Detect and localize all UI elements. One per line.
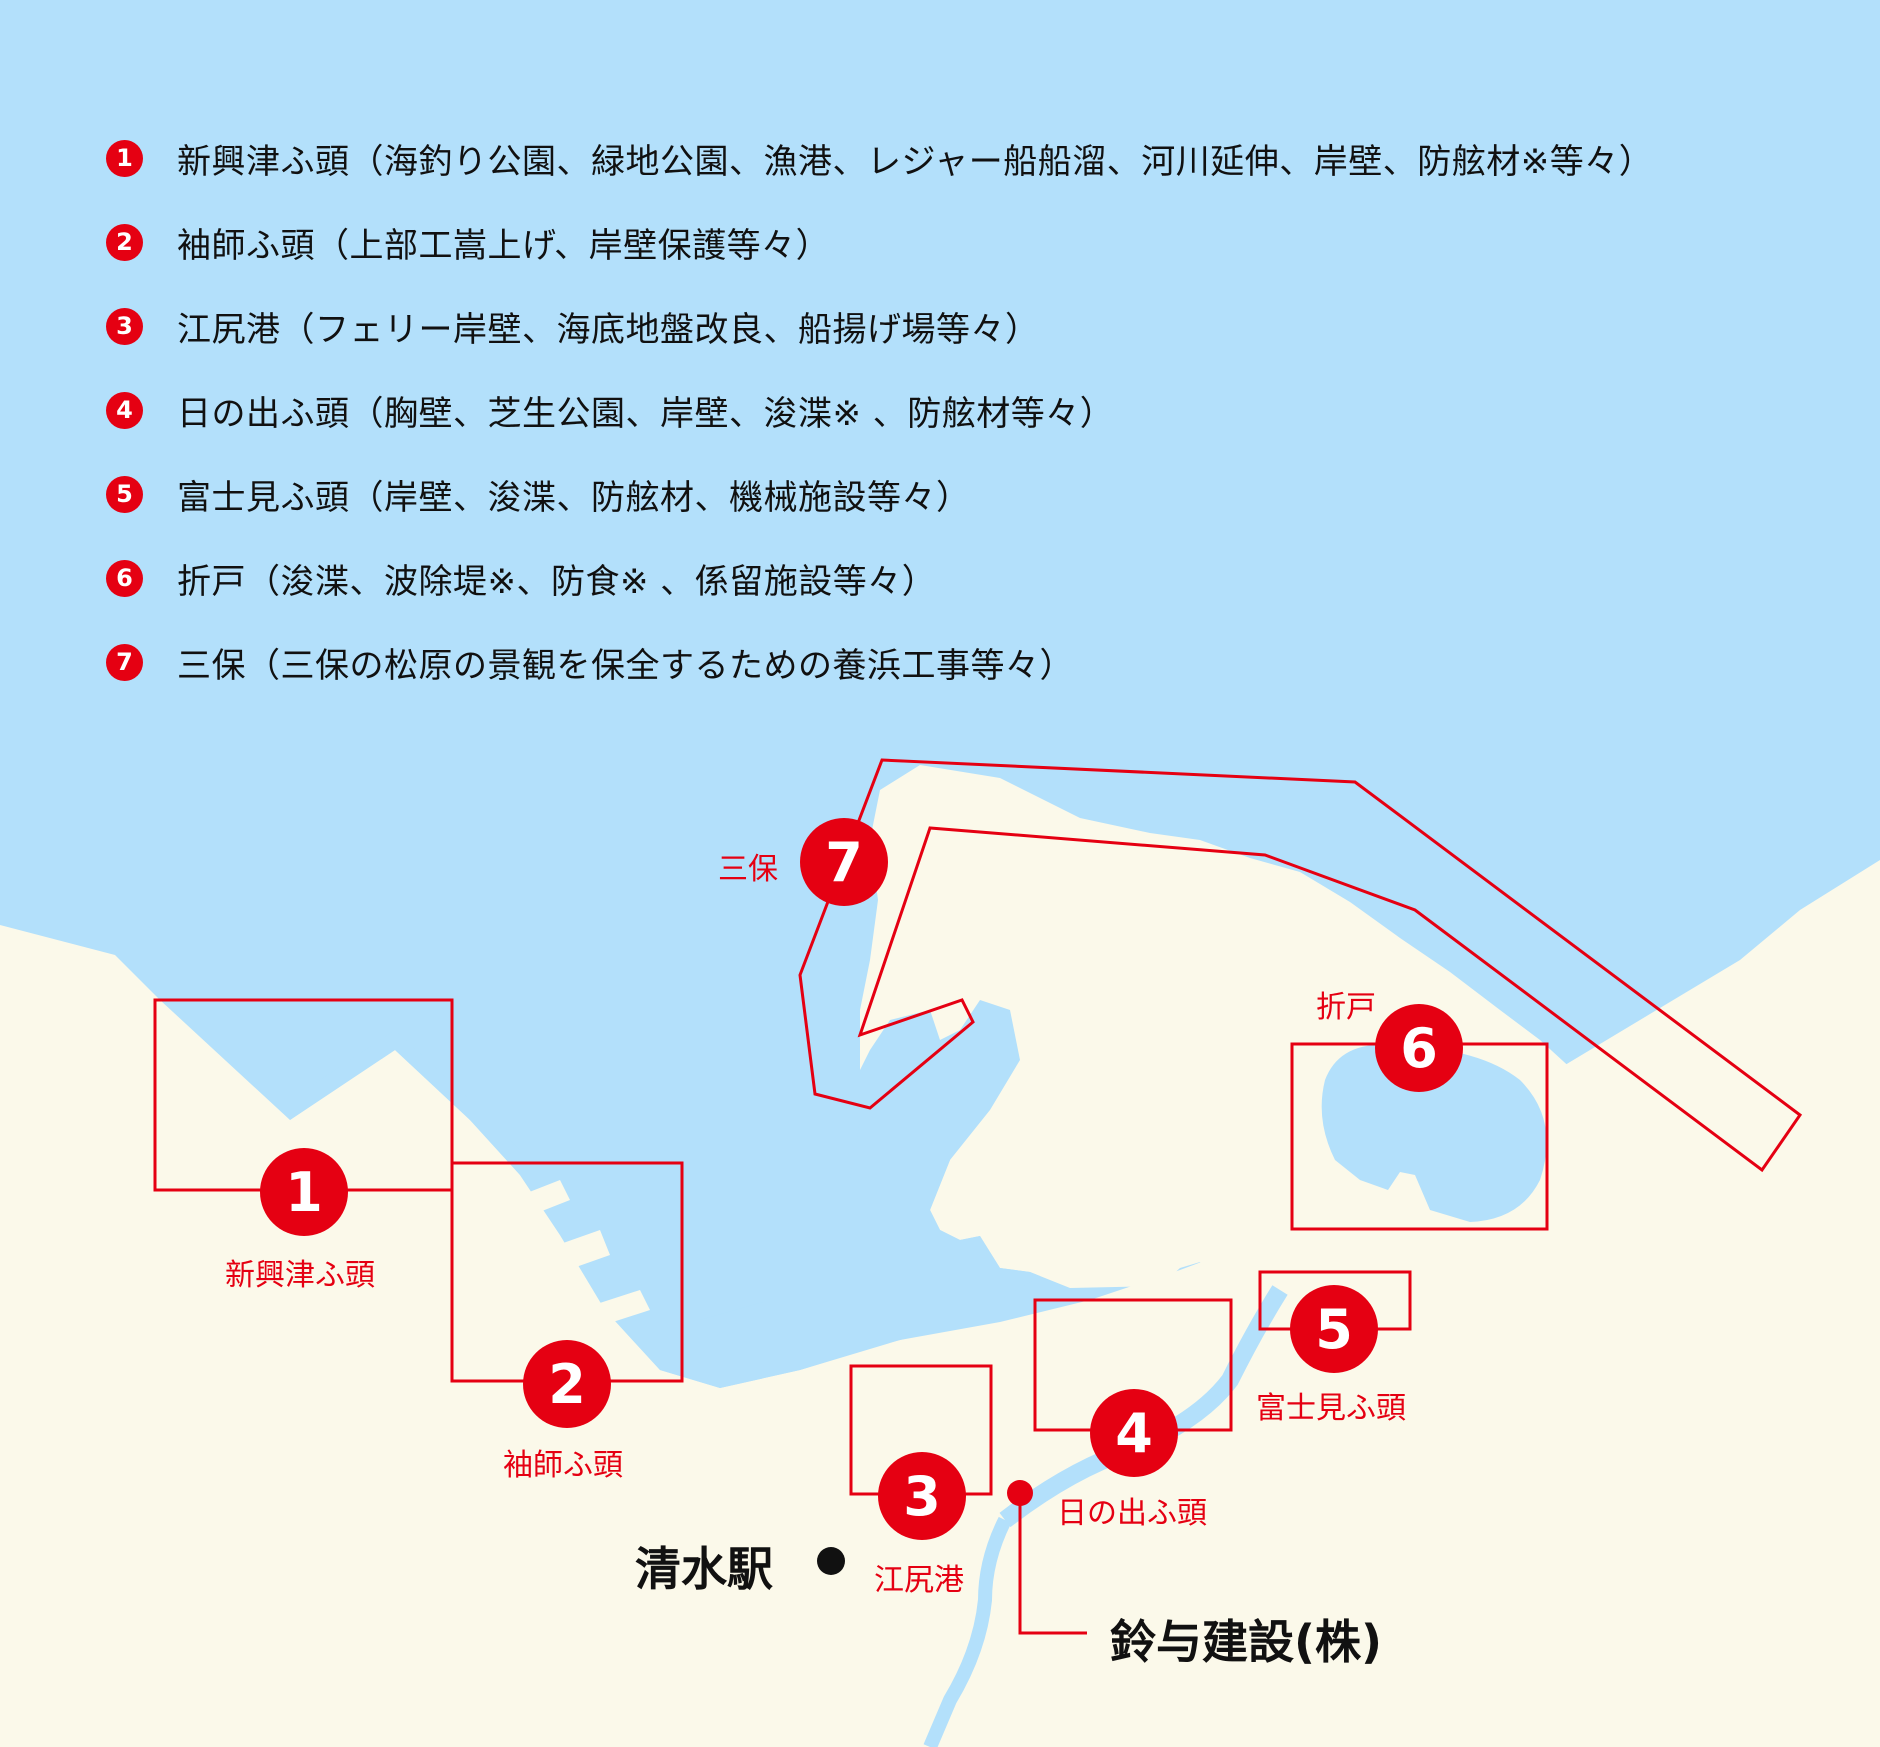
tomoe-river bbox=[999, 1285, 1288, 1528]
station-dot bbox=[817, 1547, 845, 1575]
area-6-label: 折戸 bbox=[1316, 990, 1376, 1025]
company-leader-line bbox=[1018, 1493, 1087, 1635]
legend-text: 日の出ふ頭（胸壁、芝生公園、岸壁、浚渫※ 、防舷材等々） bbox=[177, 393, 1115, 434]
legend-number-badge: 4 bbox=[106, 391, 143, 429]
legend-item-4: 4 日の出ふ頭（胸壁、芝生公園、岸壁、浚渫※ 、防舷材等々） bbox=[106, 368, 1653, 452]
legend-number-badge: 3 bbox=[106, 307, 143, 345]
legend-text: 江尻港（フェリー岸壁、海底地盤改良、船揚げ場等々） bbox=[177, 309, 1040, 350]
inner-harbor-water bbox=[290, 1030, 1040, 1388]
area-7-label: 三保 bbox=[718, 852, 778, 887]
area-4-marker: 4 bbox=[1090, 1389, 1178, 1477]
legend-text: 富士見ふ頭（岸壁、浚渫、防舷材、機械施設等々） bbox=[177, 477, 971, 518]
legend-number-badge: 6 bbox=[106, 559, 143, 597]
area-7-marker: 7 bbox=[800, 818, 888, 906]
company-location-dot bbox=[1007, 1480, 1033, 1506]
legend-item-1: 1 新興津ふ頭（海釣り公園、緑地公園、漁港、レジャー船船溜、河川延伸、岸壁、防舷… bbox=[106, 116, 1653, 200]
legend-number-badge: 1 bbox=[106, 139, 143, 177]
legend-number-badge: 7 bbox=[106, 643, 143, 681]
pier-sodeshi-3 bbox=[470, 1290, 650, 1365]
area-3-marker: 3 bbox=[878, 1452, 966, 1540]
station-label: 清水駅 bbox=[635, 1542, 773, 1596]
orido-basin bbox=[1321, 1044, 1547, 1222]
tomoe-river-lower bbox=[923, 1516, 1012, 1747]
legend-text: 袖師ふ頭（上部工嵩上げ、岸壁保護等々） bbox=[177, 225, 831, 266]
area-7-outline bbox=[798, 758, 1803, 1173]
legend-list: 1 新興津ふ頭（海釣り公園、緑地公園、漁港、レジャー船船溜、河川延伸、岸壁、防舷… bbox=[106, 116, 1653, 704]
legend-item-2: 2 袖師ふ頭（上部工嵩上げ、岸壁保護等々） bbox=[106, 200, 1653, 284]
legend-number-badge: 5 bbox=[106, 475, 143, 513]
area-6-marker: 6 bbox=[1375, 1004, 1463, 1092]
area-2-marker: 2 bbox=[523, 1340, 611, 1428]
legend-item-5: 5 富士見ふ頭（岸壁、浚渫、防舷材、機械施設等々） bbox=[106, 452, 1653, 536]
legend-text: 三保（三保の松原の景観を保全するための養浜工事等々） bbox=[177, 645, 1074, 686]
area-2-label: 袖師ふ頭 bbox=[503, 1448, 623, 1483]
legend-item-6: 6 折戸（浚渫、波除堤※、防食※ 、係留施設等々） bbox=[106, 536, 1653, 620]
area-1-label: 新興津ふ頭 bbox=[225, 1258, 375, 1293]
mainland bbox=[0, 860, 1880, 1747]
area-4-label: 日の出ふ頭 bbox=[1057, 1496, 1207, 1531]
legend-number-badge: 2 bbox=[106, 223, 143, 261]
area-1-marker: 1 bbox=[260, 1148, 348, 1236]
pier-sodeshi-2 bbox=[430, 1230, 610, 1315]
pier-ejiri bbox=[880, 1360, 940, 1440]
pier-sodeshi-1 bbox=[420, 1180, 570, 1255]
area-5-marker: 5 bbox=[1290, 1285, 1378, 1373]
company-label: 鈴与建設(株) bbox=[1110, 1615, 1383, 1669]
legend-item-3: 3 江尻港（フェリー岸壁、海底地盤改良、船揚げ場等々） bbox=[106, 284, 1653, 368]
area-5-label: 富士見ふ頭 bbox=[1256, 1391, 1406, 1426]
legend-text: 新興津ふ頭（海釣り公園、緑地公園、漁港、レジャー船船溜、河川延伸、岸壁、防舷材※… bbox=[177, 141, 1654, 182]
legend-item-7: 7 三保（三保の松原の景観を保全するための養浜工事等々） bbox=[106, 620, 1653, 704]
area-3-label: 江尻港 bbox=[874, 1563, 964, 1598]
legend-text: 折戸（浚渫、波除堤※、防食※ 、係留施設等々） bbox=[177, 561, 937, 602]
